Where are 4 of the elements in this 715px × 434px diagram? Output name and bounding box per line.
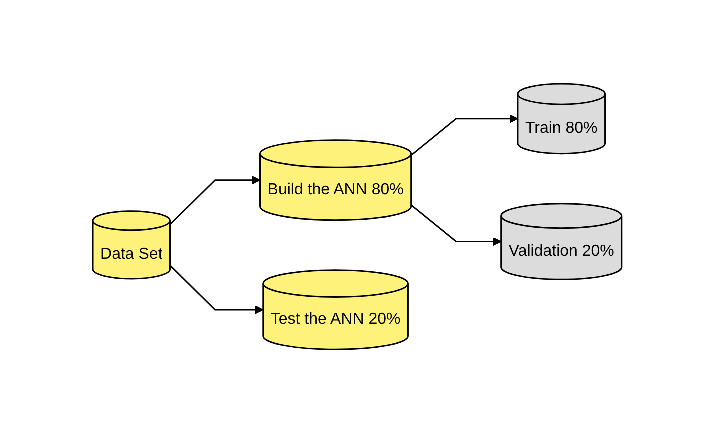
arrow xyxy=(410,204,502,246)
arrow xyxy=(170,176,261,226)
arrow xyxy=(410,114,518,156)
arrow xyxy=(170,265,264,315)
